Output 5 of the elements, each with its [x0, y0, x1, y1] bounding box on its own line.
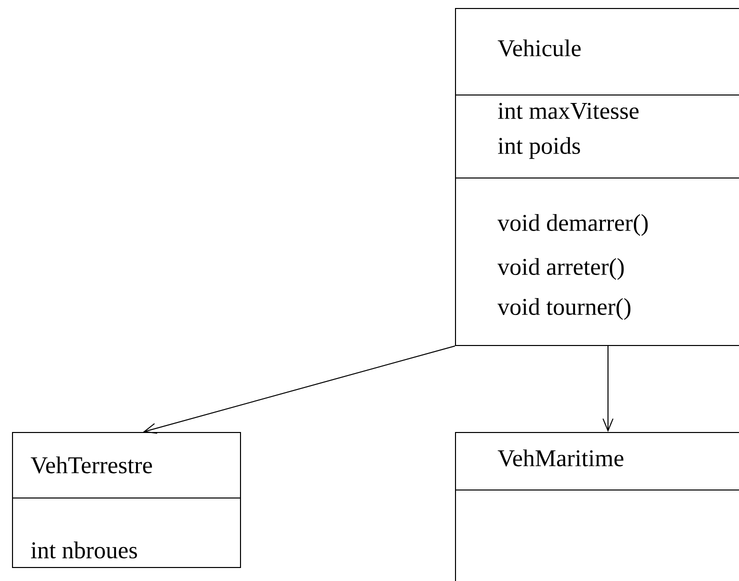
class-box: Vehicule int maxVitesse int poids void demarrer() void arreter() void tourner()	[454, 8, 739, 346]
arrow	[602, 345, 614, 432]
arrow	[143, 345, 456, 434]
class-box: VehTerrestre int nbroues	[12, 432, 241, 568]
class-box: VehMaritime	[454, 432, 739, 581]
